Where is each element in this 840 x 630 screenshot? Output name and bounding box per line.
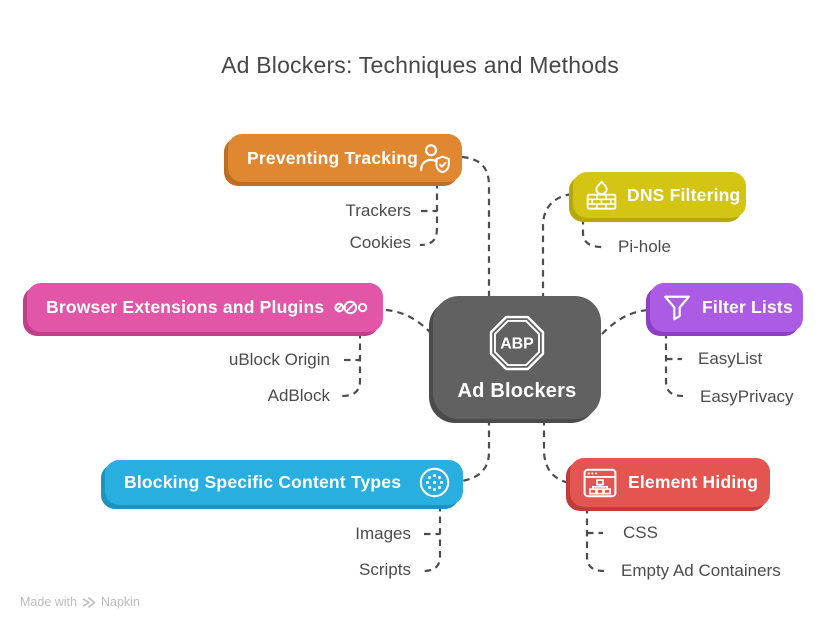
browser-dom-tree-icon (583, 468, 617, 497)
connector-pi-hole (581, 218, 603, 249)
connector-dns-filtering-to-center (541, 192, 573, 296)
child-label-images: Images (355, 524, 411, 543)
branch-filter-lists: Filter Lists (650, 283, 803, 332)
connector-filter-lists-children (664, 332, 684, 398)
child-label-easylist: EasyList (698, 349, 763, 368)
user-shield-check-icon (420, 144, 450, 173)
connector-browser-extensions-children (341, 332, 362, 398)
connector-center-to-blocking-content (461, 419, 491, 483)
child-label-ublock-origin: uBlock Origin (228, 350, 330, 369)
branch-browser-extensions: Browser Extensions and Plugins (27, 283, 383, 332)
napkin-logo-icon (82, 596, 96, 608)
connector-browser-extensions-to-center (385, 308, 433, 335)
child-label-cookies: Cookies (349, 233, 411, 252)
child-label-adblock: AdBlock (267, 386, 330, 405)
branch-label: Preventing Tracking (247, 147, 419, 168)
dotted-circle-icon (419, 467, 450, 498)
branch-blocking-content-types: Blocking Specific Content Types (105, 460, 463, 505)
center-node-label: Ad Blockers (457, 379, 577, 402)
connector-blocking-content-children (422, 505, 442, 573)
watermark-brand: Napkin (100, 595, 140, 609)
branch-label: Element Hiding (628, 472, 759, 492)
child-label-pi-hole: Pi-hole (618, 237, 671, 256)
abp-badge-text: ABP (500, 335, 534, 352)
child-label-trackers: Trackers (345, 201, 412, 220)
connector-center-to-element-hiding (542, 419, 571, 485)
connector-center-to-filter-lists (601, 308, 649, 335)
child-label-easyprivacy: EasyPrivacy (700, 387, 794, 406)
funnel-icon (664, 295, 690, 320)
center-node-ad-blockers: ABP Ad Blockers (433, 296, 601, 419)
connector-element-hiding-children (585, 507, 605, 573)
branch-label: Browser Extensions and Plugins (46, 297, 325, 317)
watermark-prefix: Made with (20, 595, 77, 609)
made-with-napkin-watermark: Made with Napkin (20, 595, 140, 609)
branch-dns-filtering: DNS Filtering (573, 172, 746, 218)
firewall-flame-icon (586, 180, 617, 210)
page-title: Ad Blockers: Techniques and Methods (221, 52, 619, 78)
child-label-scripts: Scripts (359, 560, 411, 579)
branch-label: Filter Lists (702, 297, 793, 317)
child-label-css: CSS (623, 523, 658, 542)
connector-preventing-tracking-children (419, 182, 439, 247)
branch-element-hiding: Element Hiding (570, 458, 770, 507)
connector-preventing-tracking-to-center (461, 155, 491, 296)
child-label-empty-ad-containers: Empty Ad Containers (621, 561, 781, 580)
abp-octagon-icon: ABP (489, 315, 545, 370)
branch-label: Blocking Specific Content Types (124, 472, 402, 492)
branch-label: DNS Filtering (627, 184, 741, 205)
plugins-links-icon (334, 300, 368, 315)
branch-preventing-tracking: Preventing Tracking (228, 134, 462, 182)
